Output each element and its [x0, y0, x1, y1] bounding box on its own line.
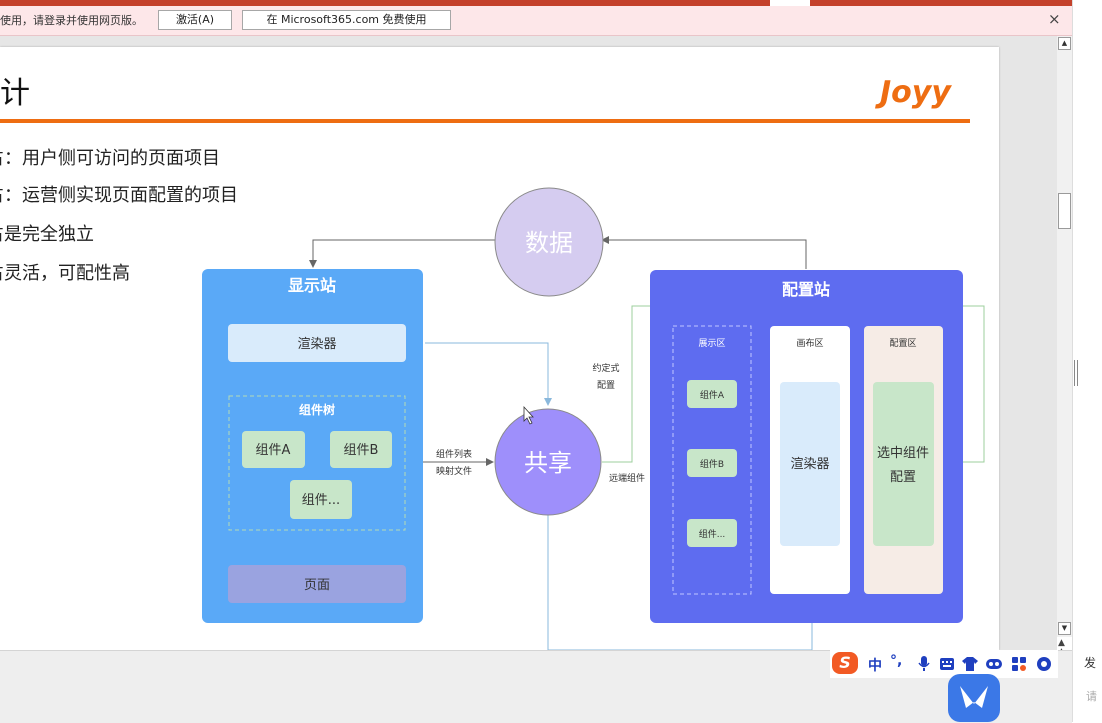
share-node [494, 408, 602, 516]
ribbon-tab[interactable] [770, 0, 810, 6]
canvas-renderer-box [780, 382, 840, 546]
pane-splitter-icon[interactable] [1074, 360, 1078, 386]
ime-lang-toggle[interactable]: 中 [868, 658, 882, 674]
use-m365-button[interactable]: 在 Microsoft365.com 免费使用 [242, 10, 451, 30]
slide-title: 计 [0, 76, 30, 111]
settings-icon[interactable] [1036, 656, 1052, 672]
config-area-title: 配置区 [889, 338, 916, 349]
side-text-1: 发 [1084, 656, 1097, 670]
activate-button[interactable]: 激活(A) [158, 10, 232, 30]
microphone-icon[interactable] [918, 656, 930, 672]
sogou-logo-icon[interactable]: S [832, 652, 858, 674]
edge-label-convention-2: 配置 [597, 380, 615, 391]
side-text-2: 请 [1086, 690, 1097, 703]
notice-text: 使用，请登录并使用网页版。 [0, 14, 143, 27]
config-comp-more-box [687, 519, 737, 547]
data-node [494, 187, 604, 297]
scroll-up-icon[interactable]: ▲ [1058, 37, 1071, 50]
floating-app-icon[interactable] [948, 674, 1000, 722]
skin-icon[interactable] [962, 657, 978, 671]
display-comp-more-box [290, 480, 352, 519]
title-bar-strip [0, 0, 1072, 6]
bullet-2: 占：运营侧实现页面配置的项目 [0, 185, 238, 206]
display-comp-a: 组件A [256, 443, 291, 458]
bullet-4: 占灵活，可配性高 [0, 263, 130, 284]
config-site-title: 配置站 [782, 280, 830, 299]
edge-label-remote: 远端组件 [609, 472, 645, 484]
title-underline [0, 119, 970, 123]
config-comp-b: 组件B [700, 458, 724, 470]
close-notice-icon[interactable]: × [1048, 10, 1061, 28]
config-comp-more: 组件... [699, 528, 726, 540]
keyboard-icon[interactable] [940, 658, 954, 670]
game-icon[interactable] [986, 657, 1002, 671]
display-comp-b-box [330, 431, 392, 468]
config-comp-b-box [687, 449, 737, 477]
bullet-3: 占是完全独立 [0, 224, 94, 245]
ime-toolbar: S 中 °, [830, 650, 1058, 678]
edge-label-convention-1: 约定式 [592, 362, 619, 374]
arrow-data-to-display [309, 239, 495, 268]
slide-canvas[interactable]: 计 Joyy 占：用户侧可访问的页面项目 占：运营侧实现页面配置的项目 占是完全… [0, 47, 999, 650]
bullet-1: 占：用户侧可访问的页面项目 [0, 148, 220, 169]
vertical-scrollbar[interactable] [1057, 36, 1072, 637]
share-node-label: 共享 [524, 449, 572, 477]
scroll-thumb[interactable] [1058, 193, 1071, 229]
data-node-label: 数据 [525, 229, 573, 257]
component-tree-title: 组件树 [299, 402, 335, 417]
slide-diagram: 计 Joyy 占：用户侧可访问的页面项目 占：运营侧实现页面配置的项目 占是完全… [0, 75, 985, 650]
selected-config-box [873, 382, 934, 546]
selected-config-line-2: 配置 [890, 470, 916, 485]
toolbox-icon[interactable] [1012, 657, 1026, 671]
display-renderer-box [228, 324, 406, 362]
mouse-cursor-icon [523, 405, 534, 425]
edge-label-list-2: 映射文件 [436, 465, 472, 477]
config-comp-a: 组件A [700, 389, 725, 401]
display-comp-b: 组件B [344, 443, 379, 458]
show-area-box [672, 325, 752, 595]
arrow-renderer-to-share [425, 342, 552, 406]
show-area-title: 展示区 [698, 338, 725, 349]
display-site-title: 显示站 [288, 276, 336, 295]
edge-label-list-1: 组件列表 [436, 448, 472, 460]
joyy-logo: Joyy [875, 75, 952, 110]
page-label: 页面 [304, 578, 330, 593]
selected-config-line-1: 选中组件 [877, 446, 929, 461]
component-tree-box [228, 395, 406, 531]
display-comp-a-box [242, 431, 305, 468]
arrow-config-to-data [601, 236, 807, 269]
canvas-area-title: 画布区 [796, 337, 823, 349]
page-box [228, 565, 406, 603]
config-comp-a-box [687, 380, 737, 408]
display-comp-more: 组件... [302, 493, 340, 508]
scroll-down-icon[interactable]: ▼ [1058, 622, 1071, 635]
ime-punct-toggle[interactable]: °, [890, 653, 903, 669]
canvas-renderer-label: 渲染器 [790, 457, 829, 472]
display-renderer-label: 渲染器 [297, 337, 336, 352]
